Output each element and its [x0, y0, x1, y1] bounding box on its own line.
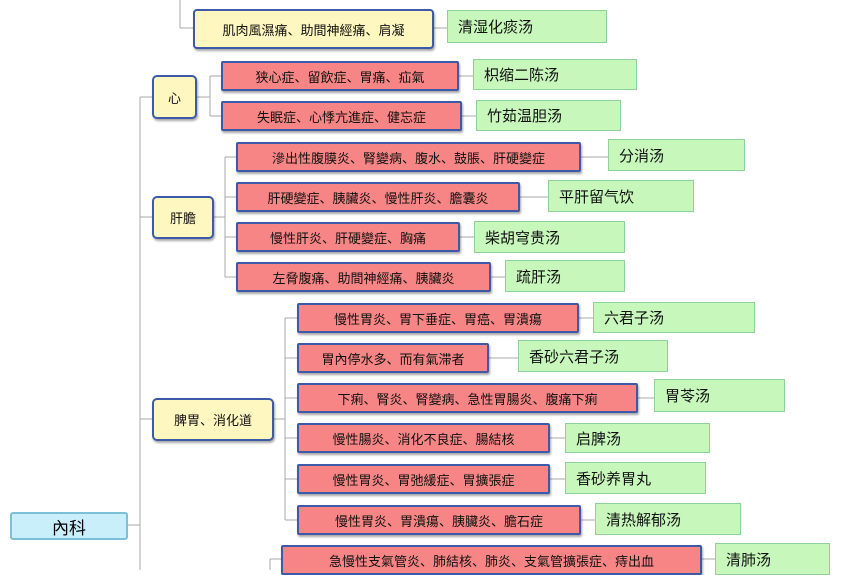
disease-node[interactable]: 慢性腸炎、消化不良症、腸結核 [297, 423, 550, 453]
remedy-node[interactable]: 清湿化痰汤 [447, 10, 607, 43]
disease-node[interactable]: 肌肉風濕痛、助間神經痛、肩凝 [193, 9, 434, 49]
disease-label: 狭心症、留飲症、胃痛、疝氣 [255, 70, 425, 86]
remedy-label: 柴胡穹贵汤 [485, 228, 561, 247]
disease-node[interactable]: 胃內停水多、而有氣滞者 [297, 343, 489, 373]
remedy-label: 启脾汤 [576, 429, 622, 448]
remedy-node[interactable]: 疏肝汤 [505, 260, 625, 292]
disease-label: 慢性腸炎、消化不良症、腸結核 [332, 432, 515, 448]
disease-node[interactable]: 慢性胃炎、胃潰瘍、胰臟炎、膽石症 [297, 505, 581, 535]
remedy-node[interactable]: 香砂六君子汤 [518, 340, 668, 372]
remedy-label: 清热解郁汤 [606, 510, 682, 529]
disease-node[interactable]: 狭心症、留飲症、胃痛、疝氣 [221, 61, 459, 91]
remedy-label: 胃苓汤 [665, 387, 711, 405]
remedy-label: 平肝留气饮 [559, 187, 635, 206]
disease-node[interactable]: 慢性胃炎、胃下垂症、胃癌、胃潰瘍 [297, 303, 579, 333]
disease-label: 胃內停水多、而有氣滞者 [321, 352, 465, 368]
disease-node[interactable]: 下痢、腎炎、腎變病、急性胃腸炎、腹痛下痢 [297, 383, 638, 413]
disease-node[interactable]: 慢性胃炎、胃弛緩症、胃擴張症 [297, 464, 550, 494]
disease-label: 肌肉風濕痛、助間神經痛、肩凝 [222, 23, 405, 39]
disease-node[interactable]: 左脅腹痛、助間神經痛、胰臟炎 [236, 262, 491, 292]
remedy-node[interactable]: 清热解郁汤 [595, 503, 741, 535]
root-label: 內科 [52, 518, 86, 539]
remedy-node[interactable]: 六君子汤 [593, 302, 755, 333]
remedy-node[interactable]: 柴胡穹贵汤 [474, 221, 625, 253]
disease-node[interactable]: 失眠症、心悸亢進症、健忘症 [221, 101, 462, 131]
remedy-label: 疏肝汤 [516, 267, 562, 286]
remedy-label: 清肺汤 [726, 550, 772, 569]
category-liver-gallbladder[interactable]: 肝膽 [152, 196, 214, 239]
disease-label: 下痢、腎炎、腎變病、急性胃腸炎、腹痛下痢 [337, 392, 598, 408]
remedy-node[interactable]: 香砂养胃丸 [565, 462, 706, 494]
remedy-node[interactable]: 枳缩二陈汤 [473, 59, 637, 90]
remedy-label: 清湿化痰汤 [458, 18, 534, 36]
category-heart[interactable]: 心 [152, 75, 197, 119]
category-spleen-stomach[interactable]: 脾胃、消化道 [152, 398, 274, 441]
remedy-node[interactable]: 胃苓汤 [654, 379, 785, 412]
remedy-node[interactable]: 竹茹温胆汤 [476, 100, 621, 131]
remedy-node[interactable]: 平肝留气饮 [548, 180, 694, 212]
remedy-label: 香砂养胃丸 [576, 469, 652, 488]
disease-node[interactable]: 肝硬變症、胰臟炎、慢性肝炎、膽囊炎 [236, 182, 520, 212]
disease-node[interactable]: 急慢性支氣管炎、肺結核、肺炎、支氣管擴張症、痔出血 [281, 545, 702, 575]
disease-node[interactable]: 滲出性腹膜炎、腎變病、腹水、鼓脹、肝硬變症 [236, 142, 581, 172]
disease-label: 左脅腹痛、助間神經痛、胰臟炎 [272, 271, 455, 287]
disease-label: 慢性胃炎、胃潰瘍、胰臟炎、膽石症 [334, 514, 543, 530]
disease-label: 失眠症、心悸亢進症、健忘症 [256, 110, 426, 126]
disease-label: 急慢性支氣管炎、肺結核、肺炎、支氣管擴張症、痔出血 [328, 554, 654, 570]
disease-label: 滲出性腹膜炎、腎變病、腹水、鼓脹、肝硬變症 [271, 151, 545, 167]
remedy-label: 竹茹温胆汤 [487, 107, 563, 125]
category-spleen-label: 脾胃、消化道 [173, 414, 252, 429]
remedy-node[interactable]: 启脾汤 [565, 423, 710, 453]
remedy-node[interactable]: 清肺汤 [715, 543, 830, 575]
category-heart-label: 心 [167, 91, 181, 107]
category-liver-label: 肝膽 [169, 212, 196, 227]
root-node-internal-medicine[interactable]: 內科 [10, 512, 128, 540]
disease-node[interactable]: 慢性肝炎、肝硬變症、胸痛 [236, 222, 460, 252]
disease-label: 慢性肝炎、肝硬變症、胸痛 [269, 231, 426, 247]
remedy-label: 六君子汤 [604, 309, 665, 327]
disease-label: 肝硬變症、胰臟炎、慢性肝炎、膽囊炎 [267, 191, 489, 207]
remedy-label: 香砂六君子汤 [529, 347, 620, 366]
disease-label: 慢性胃炎、胃弛緩症、胃擴張症 [332, 473, 515, 489]
remedy-node[interactable]: 分消汤 [608, 139, 745, 171]
remedy-label: 分消汤 [619, 146, 665, 165]
disease-label: 慢性胃炎、胃下垂症、胃癌、胃潰瘍 [333, 312, 542, 328]
remedy-label: 枳缩二陈汤 [484, 66, 560, 84]
